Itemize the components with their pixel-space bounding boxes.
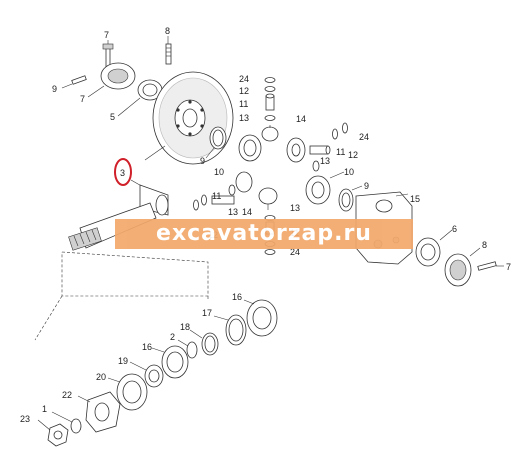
callout-23: 23 xyxy=(20,414,30,424)
pinion-gear-14-right xyxy=(286,137,306,163)
callout-12-a: 12 xyxy=(239,86,249,96)
callout-4-b: 6 xyxy=(452,224,457,234)
callout-19: 19 xyxy=(118,356,128,366)
washer-13-right xyxy=(312,160,320,172)
callout-13-d: 13 xyxy=(290,203,300,213)
bearing-10-lower xyxy=(305,171,345,205)
bearing-cap-5-right xyxy=(444,247,481,287)
bearing-cap-5-left xyxy=(87,62,136,98)
callout-labels: 7 8 9 7 5 24 12 11 13 14 24 11 12 13 9 1… xyxy=(20,26,511,424)
callout-9-b: 9 xyxy=(364,181,369,191)
bearing-16-lower xyxy=(151,345,189,379)
flange-22 xyxy=(77,391,121,433)
pin-11-lower xyxy=(211,195,235,205)
svg-text:3: 3 xyxy=(120,168,125,178)
bolt-8 xyxy=(165,36,172,65)
callout-2: 2 xyxy=(170,332,175,342)
callout-18: 18 xyxy=(180,322,190,332)
pin-11-right xyxy=(309,145,331,155)
callout-10-a: 10 xyxy=(214,167,224,177)
shim-9-upper xyxy=(205,126,227,159)
ring-24-right xyxy=(342,122,348,134)
callout-13-b: 13 xyxy=(320,156,330,166)
ring-24-top xyxy=(264,77,276,83)
callout-24-b: 24 xyxy=(359,132,369,142)
callout-13-a: 13 xyxy=(239,113,249,123)
ring-12-lower xyxy=(201,194,207,206)
bolt-6 xyxy=(61,75,87,89)
side-gear-lower xyxy=(258,187,278,210)
callout-17: 17 xyxy=(202,308,212,318)
callout-7: 7 xyxy=(104,30,109,40)
bearing-4-right xyxy=(415,229,453,267)
watermark-banner: excavatorzap.ru xyxy=(115,219,413,249)
seal-20 xyxy=(107,373,148,411)
bearing-4-left xyxy=(117,79,163,117)
ring-2 xyxy=(177,339,198,359)
nut-23 xyxy=(37,419,69,447)
bolt-7-right xyxy=(477,261,504,271)
callout-24-c: 24 xyxy=(290,247,300,257)
callout-16-b: 16 xyxy=(142,342,152,352)
callout-7-b: 7 xyxy=(506,262,511,272)
ring-12-top xyxy=(264,86,276,92)
callout-11-c: 11 xyxy=(212,191,221,201)
callout-1: 1 xyxy=(42,404,47,414)
callout-11-a: 11 xyxy=(239,99,248,109)
side-gear-upper xyxy=(261,125,279,142)
spacer-18 xyxy=(189,329,219,356)
shim-9-lower xyxy=(338,185,363,212)
callout-16-a: 16 xyxy=(232,292,242,302)
callout-14-b: 14 xyxy=(242,207,252,217)
callout-24-a: 24 xyxy=(239,74,249,84)
pinion-gear-14-lower xyxy=(235,171,253,193)
assembly-boundary xyxy=(61,251,209,297)
washer-13-lower xyxy=(228,184,236,196)
callout-15: 15 xyxy=(410,194,420,204)
callout-4: 5 xyxy=(110,112,115,122)
washer-13-top xyxy=(264,115,276,121)
ring-24-bottom xyxy=(264,249,276,255)
callout-13-c: 13 xyxy=(228,207,238,217)
callout-14-a: 14 xyxy=(296,114,306,124)
callout-3-highlight: 3 xyxy=(114,158,146,189)
callout-9-a: 9 xyxy=(200,156,205,166)
ring-17 xyxy=(213,314,247,346)
callout-12-b: 12 xyxy=(348,150,358,160)
callout-20: 20 xyxy=(96,372,106,382)
o-ring-1 xyxy=(51,411,82,434)
bearing-19 xyxy=(129,361,164,388)
bearing-10-upper xyxy=(238,134,262,162)
ring-12-right xyxy=(332,128,338,140)
callout-11-b: 11 xyxy=(336,147,345,157)
callout-6: 9 xyxy=(52,84,57,94)
ring-24-lower xyxy=(193,199,199,211)
callout-22: 22 xyxy=(62,390,72,400)
callout-5-b: 8 xyxy=(482,240,487,250)
callout-10-b: 10 xyxy=(344,167,354,177)
pin-11-top xyxy=(265,93,275,111)
callout-8: 8 xyxy=(165,26,170,36)
bearing-16-upper xyxy=(243,299,278,337)
callout-5: 7 xyxy=(80,94,85,104)
